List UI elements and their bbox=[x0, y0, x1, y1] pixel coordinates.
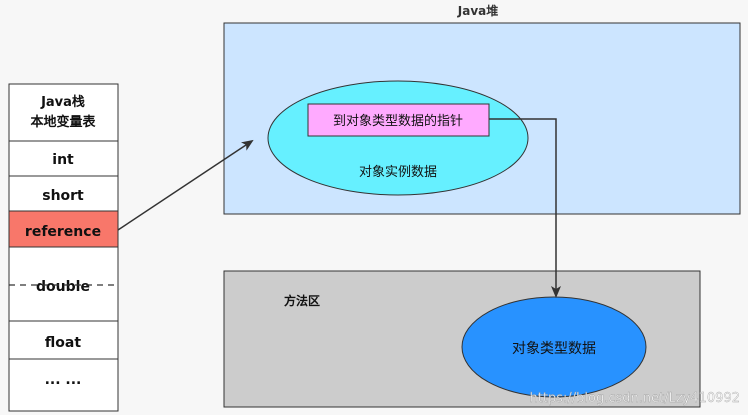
heap-label: Java堆 bbox=[457, 3, 498, 18]
slot-short bbox=[8, 175, 119, 212]
slot-double-label: double bbox=[36, 279, 90, 295]
method-area-label: 方法区 bbox=[284, 293, 320, 308]
type-pointer-to-type-data-arrow bbox=[489, 118, 561, 298]
stack-header-cell bbox=[8, 83, 119, 142]
type-pointer-label: 到对象类型数据的指针 bbox=[333, 113, 463, 129]
slot-reference-label: reference bbox=[25, 224, 101, 240]
slot-int-label: int bbox=[52, 152, 74, 168]
slot-more bbox=[8, 358, 119, 412]
slot-double bbox=[8, 246, 119, 322]
reference-to-object-arrow bbox=[117, 139, 254, 231]
slot-short-label: short bbox=[42, 188, 84, 204]
watermark: https://blog.csdn.net/Lzy410992 bbox=[530, 391, 740, 406]
type-data-label: 对象类型数据 bbox=[512, 341, 596, 357]
type-pointer-box bbox=[307, 103, 490, 137]
slot-float-label: float bbox=[45, 335, 81, 351]
slot-reference bbox=[8, 210, 119, 248]
stack-title: Java栈 bbox=[40, 94, 85, 110]
slot-more-label: ... ... bbox=[45, 372, 82, 388]
instance-data-label: 对象实例数据 bbox=[359, 165, 437, 180]
local-variable-table: Java栈 本地变量表 int short reference double f… bbox=[8, 83, 119, 412]
slot-int bbox=[8, 140, 119, 177]
local-variable-table-title: 本地变量表 bbox=[30, 114, 96, 130]
